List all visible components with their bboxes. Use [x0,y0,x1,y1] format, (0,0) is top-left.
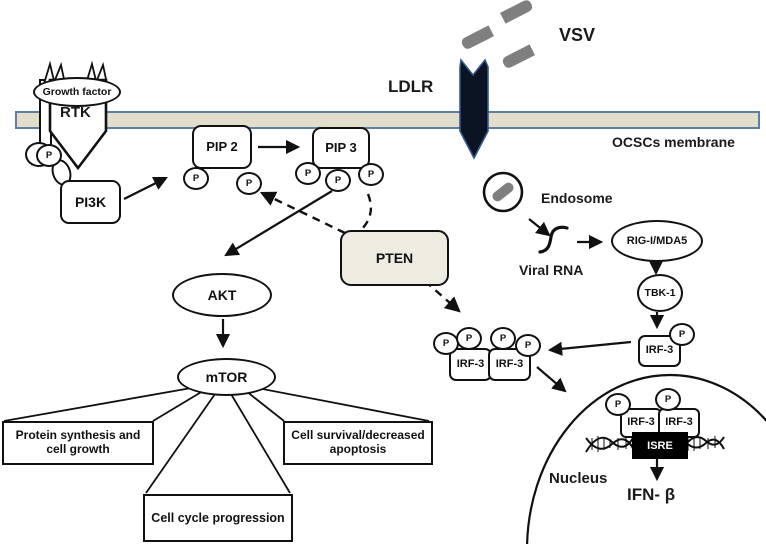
outcome-label: Cell cycle progression [151,510,285,525]
line-pip3-to-pten [361,193,373,230]
outcome-label: Protein synthesis and cell growth [15,428,141,456]
node-growth-factor: Growth factor [33,77,121,107]
node-irf3-dimer-left: IRF-3 [449,348,492,381]
phosphate-dimer-3: P [490,327,516,350]
node-isre: ISRE [632,432,688,459]
arrow-pi3k-to-pip2 [123,177,168,200]
ldlr-receptor-shape [459,58,489,160]
phosphate-dimer-4: P [515,334,541,357]
phosphate-rtk: P [36,144,62,167]
isre-label: ISRE [647,439,673,452]
node-mtor: mTOR [177,358,276,396]
viral-rna-squiggle [538,225,569,254]
nucleus-outline [526,373,766,544]
arrow-endosome-to-rna [528,218,551,237]
nucleus-label: Nucleus [549,470,608,487]
outcome-protein-synthesis: Protein synthesis and cell growth [2,421,154,465]
endosome-label: Endosome [541,190,613,206]
viral-rna-label: Viral RNA [519,262,584,278]
vsv-label: VSV [559,25,596,45]
node-rig-i-mda5: RIG-I/MDA5 [611,220,703,262]
phosphate-irf3: P [669,323,695,346]
membrane-label: OCSCs membrane [612,134,735,150]
phosphate-pip3-3: P [358,163,384,186]
pip2-label: PIP 2 [206,139,238,155]
phosphate-pip2-2: P [236,172,262,195]
irf3-label: IRF-3 [665,416,693,429]
dashed-arrows [259,191,461,313]
dna-helix-left [585,435,635,453]
arrow-dimer-to-nucleus [536,366,567,393]
dna-helix-right [681,436,725,451]
mtor-label: mTOR [205,369,248,385]
growth-factor-label: Growth factor [42,85,112,98]
node-akt: AKT [172,273,272,317]
irf3-label: IRF-3 [627,416,655,429]
arrow-pten-to-pip2 [259,191,346,235]
phosphate-dimer-1: P [433,332,459,355]
node-pi3k: PI3K [60,180,121,224]
vsv-virion-icons [461,0,535,68]
phosphate-pip3-1: P [295,162,321,185]
endosome-icon [482,171,524,213]
arrow-irf3-to-dimer [547,340,632,356]
rtk-label: RTK [60,104,91,121]
solid-arrows [123,139,665,482]
pi3k-label: PI3K [74,193,107,210]
pip3-label: PIP 3 [325,140,357,156]
mtor-fan-lines [3,386,430,494]
ldlr-label: LDLR [388,77,434,96]
phosphate-nucleus-2: P [655,388,681,411]
phosphate-dimer-2: P [456,327,482,350]
phosphate-pip3-2: P [325,169,351,192]
arrow-pip3-to-akt [224,190,333,257]
pten-label: PTEN [375,249,414,266]
outcome-cell-cycle: Cell cycle progression [143,494,293,542]
tbk1-label: TBK-1 [644,286,676,299]
irf3-label: IRF-3 [645,344,674,357]
node-irf3-single: IRF-3 [638,335,681,367]
cell-membrane [15,111,760,129]
phosphate-nucleus-1: P [605,393,631,416]
outcome-label: Cell survival/decreased apoptosis [291,428,425,456]
node-tbk1: TBK-1 [637,274,683,312]
node-pip2: PIP 2 [192,125,252,169]
irf3-label: IRF-3 [495,357,524,370]
phosphate-pip2-1: P [183,167,209,190]
node-pip3: PIP 3 [312,127,370,169]
node-pten: PTEN [340,230,449,286]
outcome-cell-survival: Cell survival/decreased apoptosis [283,421,433,465]
rig-label: RIG-I/MDA5 [626,234,688,247]
akt-label: AKT [207,287,237,303]
ifn-beta-label: IFN- β [627,485,676,504]
irf3-label: IRF-3 [456,357,485,370]
arrow-pten-to-irf3-dimer [424,280,461,313]
